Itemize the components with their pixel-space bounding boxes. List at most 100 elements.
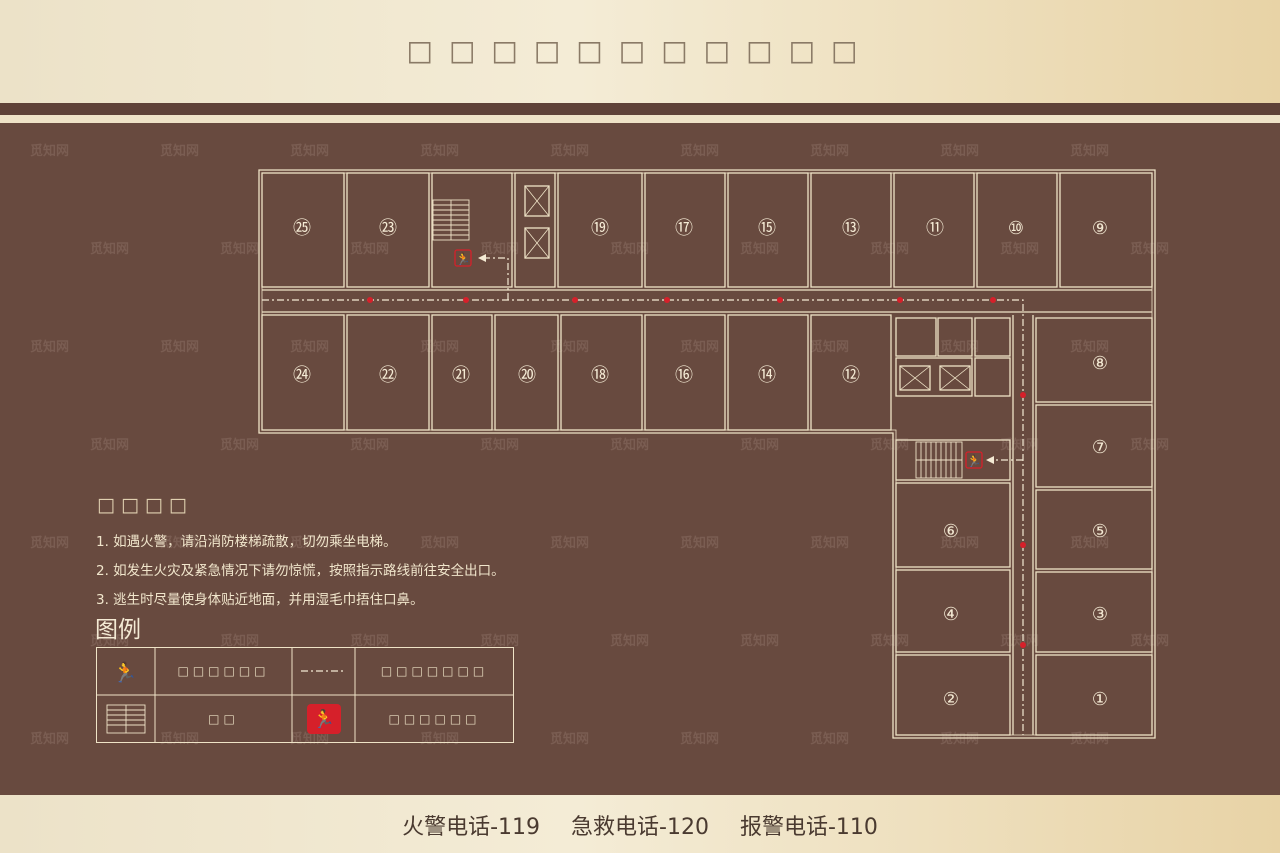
header-divider-dark [0,103,1280,115]
room-number-24: ㉔ [293,365,311,386]
elevator-car-4 [939,365,971,391]
watermark: 觅知网 [940,340,980,355]
elevator-shaft-right [895,357,973,397]
watermark: 觅知网 [550,340,590,355]
room-box-2 [895,654,1011,736]
room-number-12: ⑫ [842,365,860,386]
stair-hall-right [895,439,1011,481]
room-box-23 [346,172,430,288]
watermark: 觅知网 [290,536,330,551]
watermark: 觅知网 [160,144,200,159]
room-box-7 [1035,404,1153,488]
legend-title: 图例 [95,617,141,643]
service-room-d [974,357,1011,397]
stair-hall-top [431,172,513,288]
room-number-10: ⑩ [1008,218,1024,239]
watermark: 觅知网 [30,536,70,551]
room-box-6 [895,482,1011,568]
watermark: 觅知网 [350,634,390,649]
room-number-7: ⑦ [1092,437,1108,458]
service-room-c [974,317,1011,357]
exit-icon-right: 🏃 [965,451,983,469]
room-number-4: ④ [943,604,959,625]
watermark: 觅知网 [90,634,130,649]
room-number-23: ㉓ [379,218,397,239]
watermark: 觅知网 [680,536,720,551]
elevator-car-1 [524,185,550,217]
svg-text:🏃: 🏃 [967,454,982,468]
watermark: 觅知网 [680,144,720,159]
service-room-b [937,317,973,357]
legend-table: 🏃 🏃 □□□□□□ □□□□□□□ □□ □□□□□□ [96,647,514,743]
watermark: 觅知网 [940,144,980,159]
watermark: 觅知网 [160,536,200,551]
watermark: 觅知网 [610,242,650,257]
watermark: 觅知网 [160,340,200,355]
watermark: 觅知网 [350,438,390,453]
room-number-21: ㉑ [452,365,470,386]
watermark: 觅知网 [940,536,980,551]
watermark: 觅知网 [1130,242,1170,257]
watermark: 觅知网 [1000,242,1040,257]
fire-exit-icon [96,647,155,695]
watermark: 觅知网 [550,536,590,551]
watermark: 觅知网 [1130,438,1170,453]
watermark: 觅知网 [420,340,460,355]
watermark: 觅知网 [610,438,650,453]
room-box-24 [261,314,345,431]
watermark: 觅知网 [810,536,850,551]
watermark: 觅知网 [420,536,460,551]
watermark: 觅知网 [90,438,130,453]
watermark: 觅知网 [870,634,910,649]
room-box-12 [810,314,892,431]
notice-title: □□□□ [97,494,193,516]
room-box-9 [1059,172,1153,288]
watermark: 觅知网 [870,438,910,453]
service-room-a [895,317,937,357]
watermark: 觅知网 [550,144,590,159]
legend-grid: 🏃 🏃 [96,647,514,743]
elevator-shaft-top [514,172,556,288]
evacuation-route [262,257,1024,735]
room-box-5 [1035,489,1153,570]
watermark: 觅知网 [480,634,520,649]
watermark: 觅知网 [810,340,850,355]
notice-item: 3. 逃生时尽量使身体贴近地面，并用湿毛巾捂住口鼻。 [96,592,424,608]
watermark: 觅知网 [810,144,850,159]
room-number-16: ⑯ [675,365,693,386]
notice-item: 1. 如遇火警，请沿消防楼梯疏散，切勿乘坐电梯。 [96,534,397,550]
watermark: 觅知网 [160,732,200,747]
stairs-top [432,199,470,241]
room-number-2: ② [943,689,959,710]
fire-phone: 火警电话-119 [402,815,541,840]
watermark: 觅知网 [680,732,720,747]
room-box-25 [261,172,345,288]
watermark: 觅知网 [550,732,590,747]
room-number-8: ⑧ [1092,353,1108,374]
elevator-car-3 [899,365,931,391]
watermark: 觅知网 [220,242,260,257]
ambulance-phone: 急救电话-120 [571,815,709,840]
building-outline [258,169,1156,739]
watermark: 觅知网 [290,144,330,159]
room-box-4 [895,569,1011,653]
room-number-6: ⑥ [943,521,959,542]
watermark: 觅知网 [680,340,720,355]
watermark: 觅知网 [30,144,70,159]
room-number-5: ⑤ [1092,521,1108,542]
watermark: 觅知网 [740,242,780,257]
watermark: 觅知网 [940,732,980,747]
room-number-18: ⑱ [591,365,609,386]
stairs-right [915,441,963,479]
emergency-phones: 火警电话-119 急救电话-120 报警电话-110 [0,809,1280,841]
route-line-icon [292,647,355,695]
room-number-13: ⑬ [842,218,860,239]
room-box-20 [494,314,559,431]
room-number-17: ⑰ [675,218,693,239]
room-box-19 [557,172,643,288]
svg-text:🏃: 🏃 [313,708,335,730]
room-number-1: ① [1092,689,1108,710]
watermark: 觅知网 [1070,536,1110,551]
room-box-8 [1035,317,1153,403]
